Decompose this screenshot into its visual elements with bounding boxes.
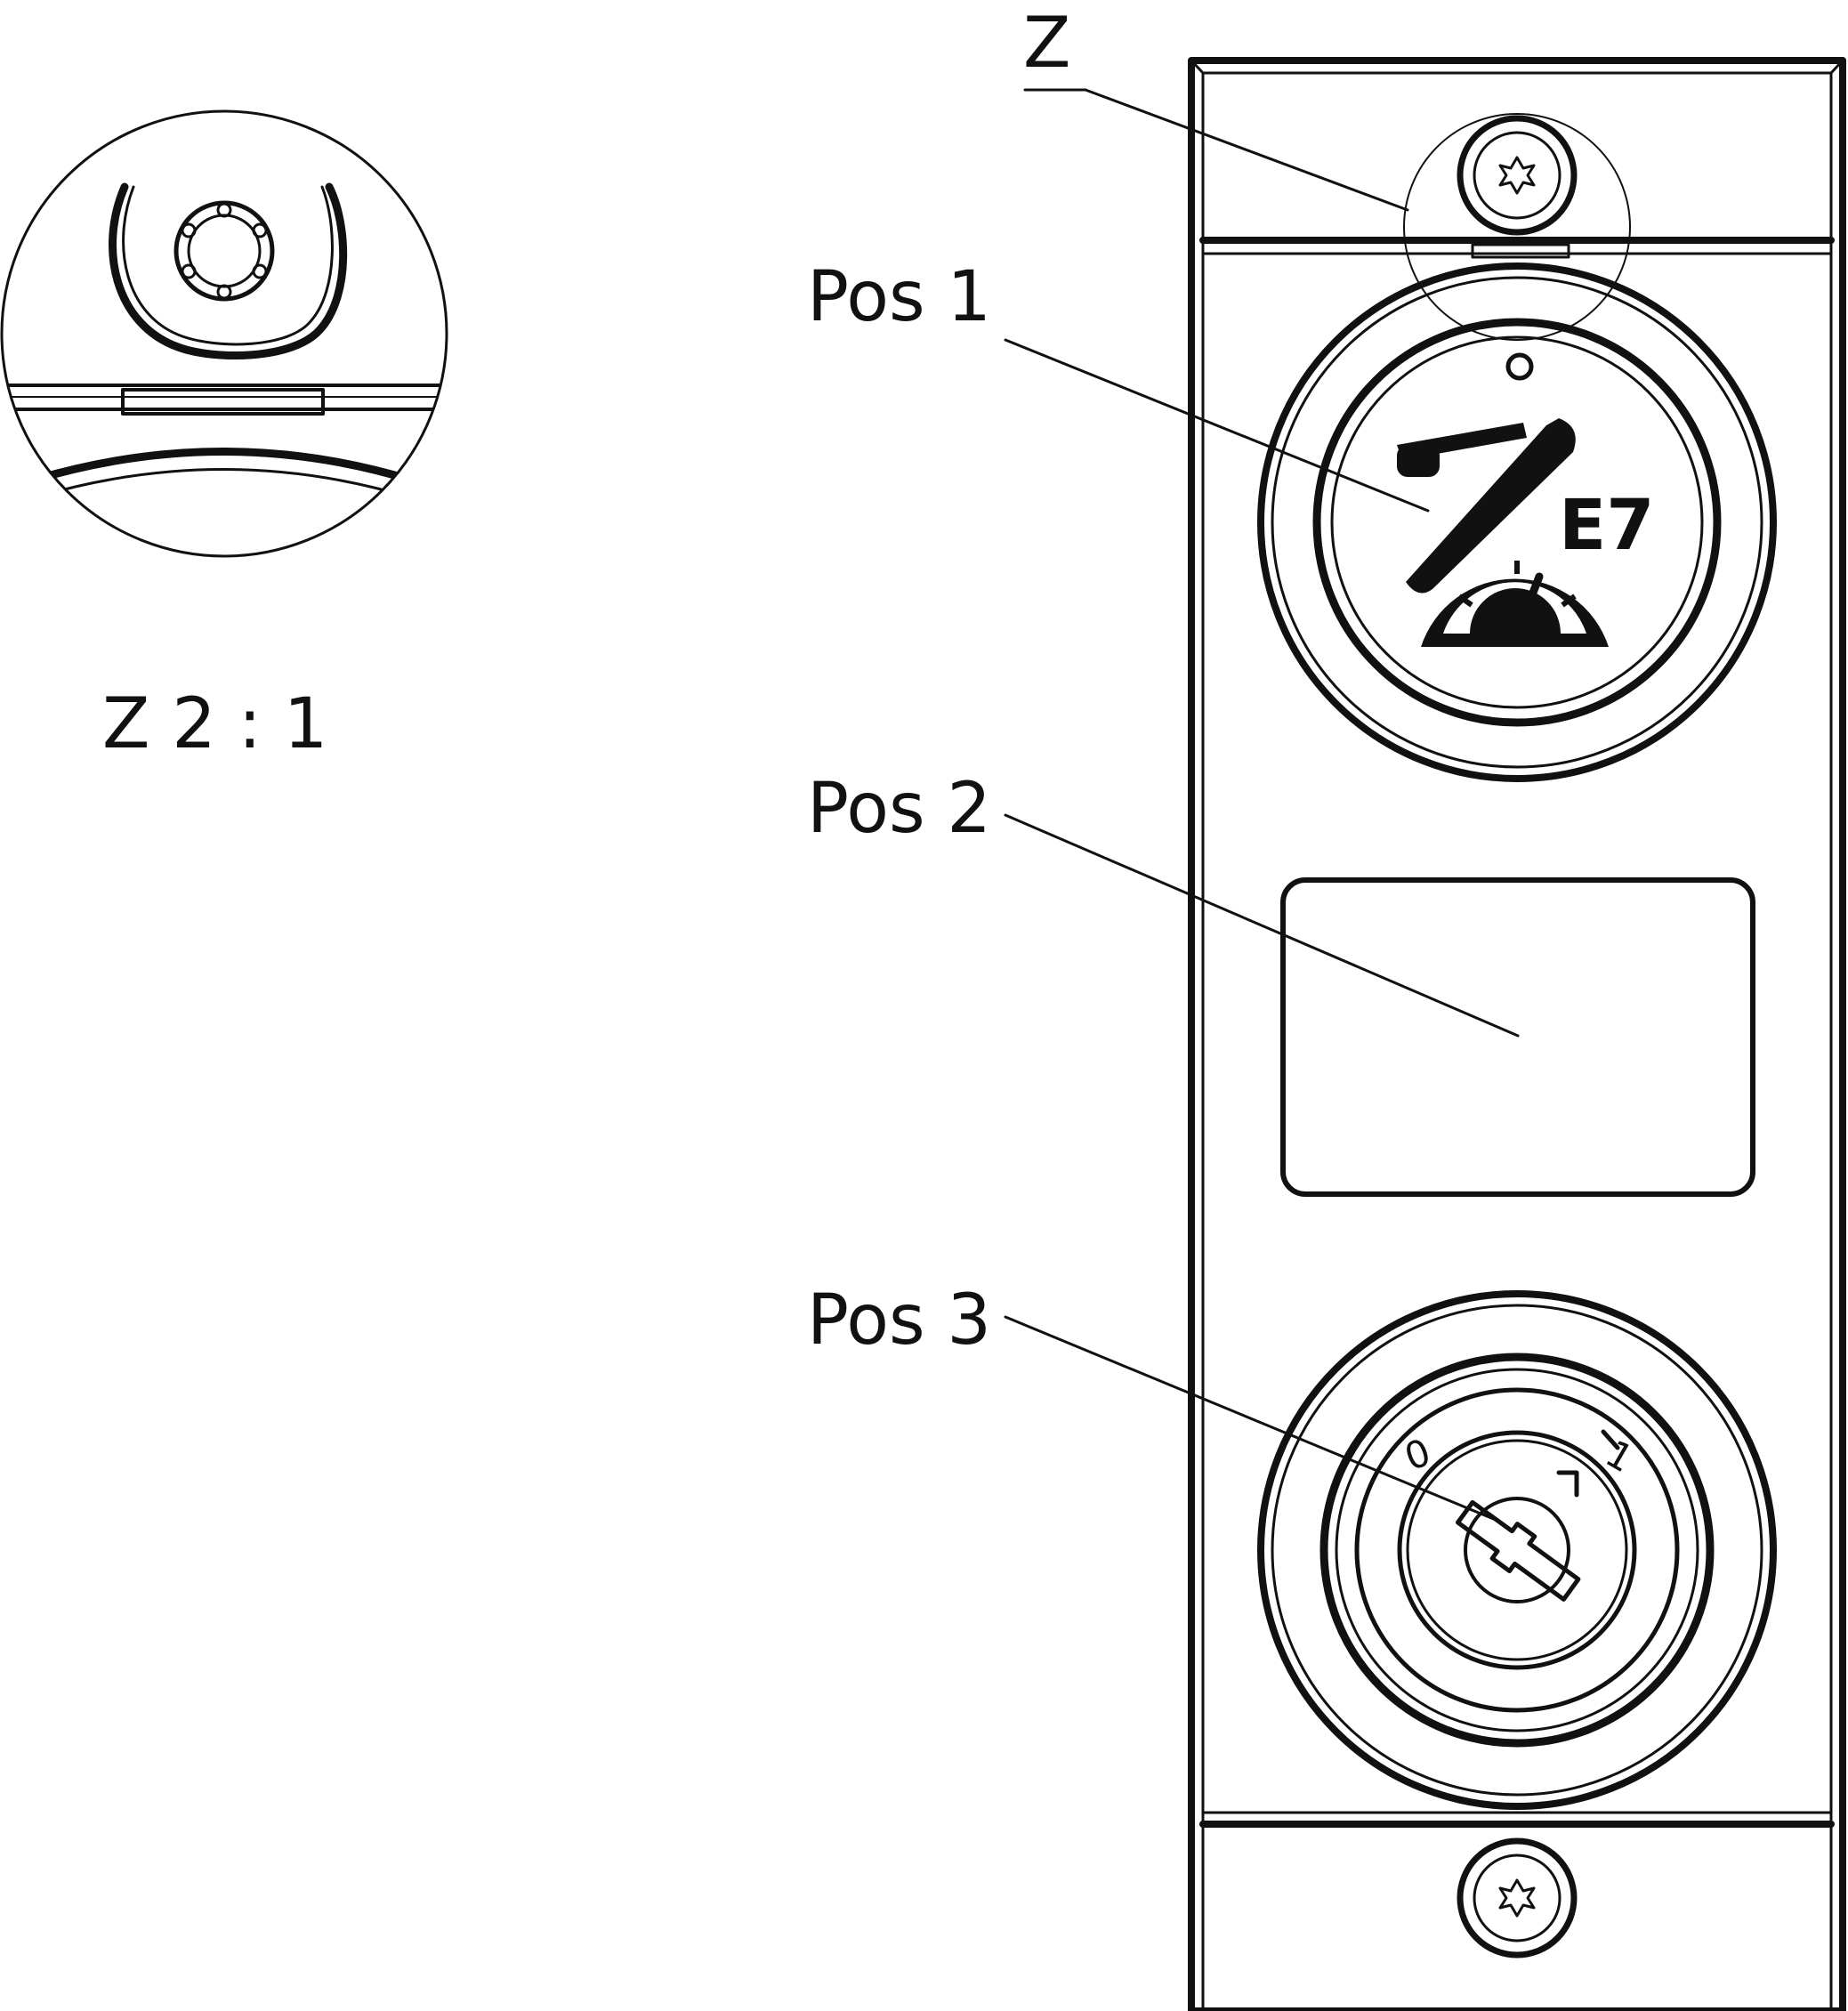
- label-pos1: Pos 1: [807, 257, 991, 337]
- detail-caption: Z 2 : 1: [102, 684, 327, 764]
- label-z: Z: [1023, 4, 1070, 84]
- switch-marker-off: 0: [1399, 1430, 1436, 1479]
- label-pos2: Pos 2: [807, 769, 991, 849]
- detail-circle-z: [1403, 113, 1631, 341]
- leader-pos2: [1004, 813, 1520, 1038]
- torx-screw-icon: [1457, 115, 1578, 236]
- torx-screw-icon: [1457, 1837, 1578, 1959]
- key-switch-icon: [1456, 1470, 1581, 1603]
- leader-z: [1084, 88, 1409, 212]
- leader-pos1: [1004, 338, 1430, 513]
- control-panel: [1188, 57, 1846, 2011]
- label-field-pos2: [1280, 877, 1755, 1197]
- label-pos3: Pos 3: [807, 1280, 991, 1361]
- indicator-code: E7: [1559, 486, 1655, 566]
- leader-pos3: [1004, 1315, 1497, 1522]
- key-switch-pos3[interactable]: 0 1: [1257, 1290, 1777, 1810]
- torx-screw-icon: [174, 200, 275, 302]
- detail-view-z: [0, 109, 448, 558]
- indicator-lamp-pos1: E7: [1257, 262, 1777, 782]
- hand-brake-gauge-icon: [1397, 418, 1609, 647]
